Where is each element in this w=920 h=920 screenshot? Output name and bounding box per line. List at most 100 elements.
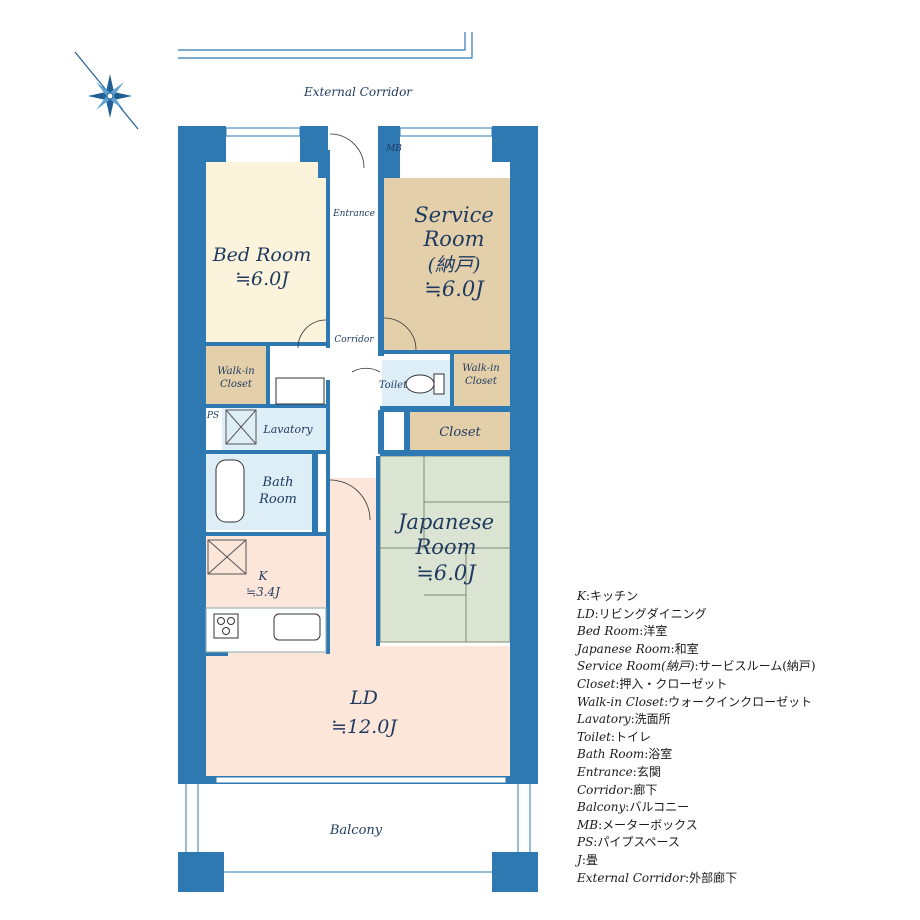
balcony (178, 784, 538, 892)
legend-separator: : (593, 835, 598, 850)
legend-value: キッチン (590, 589, 639, 603)
sink-icon (273, 613, 321, 641)
legend-value: 洋室 (643, 624, 668, 639)
legend-value: パイプスペース (597, 835, 680, 850)
legend-row: Bath Room:浴室 (577, 746, 912, 764)
legend-separator: : (694, 659, 699, 674)
legend-separator: : (630, 712, 635, 727)
closet-floor (410, 412, 510, 450)
mb-label: MB (385, 144, 402, 154)
balcony-windows (215, 776, 507, 784)
legend-separator: : (644, 747, 649, 762)
range-hood (207, 539, 247, 575)
legend-separator: : (581, 852, 586, 867)
legend-row: Toilet:トイレ (577, 729, 912, 747)
ld-name: LD (349, 687, 378, 709)
lavatory-vent (225, 409, 257, 445)
toilet-label: Toilet (379, 380, 408, 391)
legend-row: PS:パイプスペース (577, 834, 912, 852)
toilet-icon (405, 373, 445, 395)
compass-icon (74, 51, 139, 130)
external-corridor-railing (178, 32, 473, 59)
legend-row: Service Room(納戸):サービスルーム(納戸) (577, 658, 912, 676)
lavatory-floor (222, 406, 326, 450)
wic-right-label-1: Walk-in (462, 363, 499, 374)
service-room-name-2: Room (422, 227, 484, 251)
service-room-name-1: Service (414, 203, 494, 227)
legend-row: LD:リビングダイニング (577, 606, 912, 624)
legend-value: 和室 (674, 641, 699, 656)
legend-value: リビングダイニング (598, 606, 707, 621)
service-room-name-3: (納戸) (428, 254, 481, 276)
exterior-walls (178, 126, 538, 784)
legend-key: J (577, 852, 582, 867)
legend-separator: : (629, 782, 634, 797)
legend-value: バルコニー (629, 800, 690, 815)
legend-value: 洗面所 (634, 712, 671, 727)
legend-separator: : (598, 817, 603, 832)
interior-walls (206, 162, 510, 656)
wic-right-floor (452, 352, 510, 406)
legend-value: 畳 (585, 852, 598, 867)
legend-key: Entrance (577, 764, 633, 779)
japanese-room-name-1: Japanese (394, 510, 494, 534)
wic-left-floor (206, 346, 266, 404)
legend-separator: : (639, 624, 644, 639)
legend-separator: : (670, 641, 675, 656)
bed-room-size: ≒6.0J (235, 268, 290, 290)
legend-separator: : (632, 764, 637, 779)
legend-separator: : (585, 589, 591, 603)
legend-row: External Corridor:外部廊下 (577, 870, 912, 888)
japanese-room-size: ≒6.0J (416, 561, 477, 585)
legend-value: 押入・クローゼット (619, 676, 728, 691)
legend-key: Japanese Room (577, 641, 671, 656)
legend-key: Bed Room (577, 624, 640, 639)
legend-row: Walk-in Closet:ウォークインクローゼット (577, 694, 912, 712)
door-swings (297, 133, 417, 521)
legend-key: Service Room(納戸) (577, 659, 695, 674)
legend-separator: : (625, 800, 630, 815)
legend-value: メーターボックス (602, 817, 698, 832)
legend-row: J:畳 (577, 852, 912, 870)
entrance-label: Entrance (332, 209, 375, 219)
stove-icon (213, 613, 239, 639)
legend-key: K (577, 589, 586, 603)
kitchen-size: ≒3.4J (246, 585, 281, 599)
legend-key: LD (577, 606, 595, 621)
legend-row: Lavatory:洗面所 (577, 711, 912, 729)
legend-value: 浴室 (648, 747, 673, 762)
legend-key: Closet (577, 676, 616, 691)
legend-separator: : (594, 606, 599, 621)
legend-separator: : (685, 870, 690, 885)
corridor-label: Corridor (334, 335, 374, 345)
japanese-room-floor (380, 456, 510, 642)
legend-row: Corridor:廊下 (577, 782, 912, 800)
legend-key: Toilet (577, 729, 611, 744)
legend-separator: : (610, 729, 615, 744)
wic-left-label-2: Closet (220, 379, 253, 390)
bed-room-name: Bed Room (212, 244, 312, 266)
legend-row: Balcony:バルコニー (577, 799, 912, 817)
bath-room-name-2: Room (258, 492, 297, 507)
legend-value: 外部廊下 (689, 870, 738, 885)
legend-row: Bed Room:洋室 (577, 623, 912, 641)
legend-value: 廊下 (633, 782, 658, 797)
legend-value: トイレ (614, 729, 651, 744)
legend-key: Bath Room (577, 747, 645, 762)
washbasin-icon (275, 377, 325, 405)
top-windows (225, 127, 493, 137)
japanese-room-name-2: Room (414, 535, 476, 559)
legend-key: External Corridor (577, 870, 686, 885)
closet-label: Closet (439, 425, 481, 440)
legend-row: K:キッチン (577, 588, 912, 606)
legend-separator: : (615, 676, 620, 691)
ld-floor (206, 478, 510, 776)
legend-value: サービスルーム(納戸) (698, 659, 816, 674)
legend-key: Balcony (577, 800, 626, 815)
ld-size: ≒12.0J (331, 716, 398, 738)
legend-key: MB (577, 817, 599, 832)
legend-row: MB:メーターボックス (577, 817, 912, 835)
wic-right-label-2: Closet (465, 376, 498, 387)
